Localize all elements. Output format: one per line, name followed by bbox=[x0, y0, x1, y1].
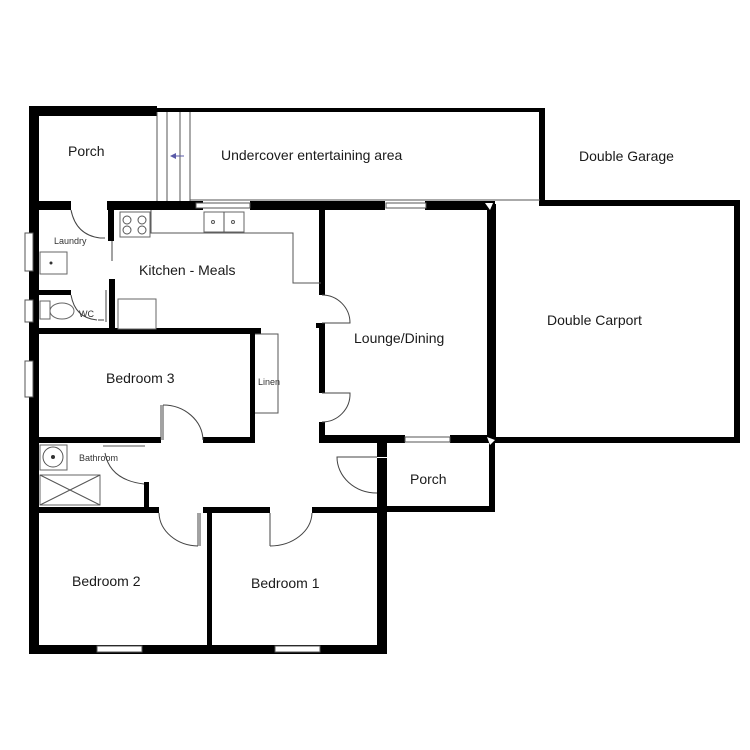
laundry-tub-icon bbox=[39, 251, 68, 275]
room-labels: Porch Undercover entertaining area Doubl… bbox=[54, 143, 674, 591]
interior-walls bbox=[29, 201, 495, 652]
label-entertaining: Undercover entertaining area bbox=[221, 147, 403, 163]
label-porch-north: Porch bbox=[68, 143, 105, 159]
label-bathroom: Bathroom bbox=[79, 453, 118, 463]
label-bedroom1: Bedroom 1 bbox=[251, 575, 320, 591]
windows bbox=[24, 202, 451, 653]
label-lounge: Lounge/Dining bbox=[354, 330, 444, 346]
label-double-garage: Double Garage bbox=[579, 148, 674, 164]
label-carport: Double Carport bbox=[547, 312, 642, 328]
doors bbox=[70, 203, 495, 547]
toilet-icon bbox=[49, 302, 75, 320]
basin-icon bbox=[42, 446, 64, 468]
linen-cupboard bbox=[255, 333, 279, 414]
label-bedroom2: Bedroom 2 bbox=[72, 573, 141, 589]
toilet-cistern-icon bbox=[39, 300, 51, 320]
label-linen: Linen bbox=[258, 377, 280, 387]
label-kitchen: Kitchen - Meals bbox=[139, 262, 235, 278]
bathroom-fixtures bbox=[39, 444, 145, 506]
label-laundry: Laundry bbox=[54, 236, 87, 246]
label-porch-south: Porch bbox=[410, 471, 447, 487]
entry-steps bbox=[156, 112, 540, 201]
laundry-fixtures bbox=[39, 251, 75, 320]
kitchen-fixtures bbox=[117, 210, 321, 330]
arrow-icon bbox=[170, 153, 176, 159]
label-bedroom3: Bedroom 3 bbox=[106, 370, 175, 386]
fridge-icon bbox=[117, 298, 157, 330]
label-wc: WC bbox=[79, 309, 94, 319]
